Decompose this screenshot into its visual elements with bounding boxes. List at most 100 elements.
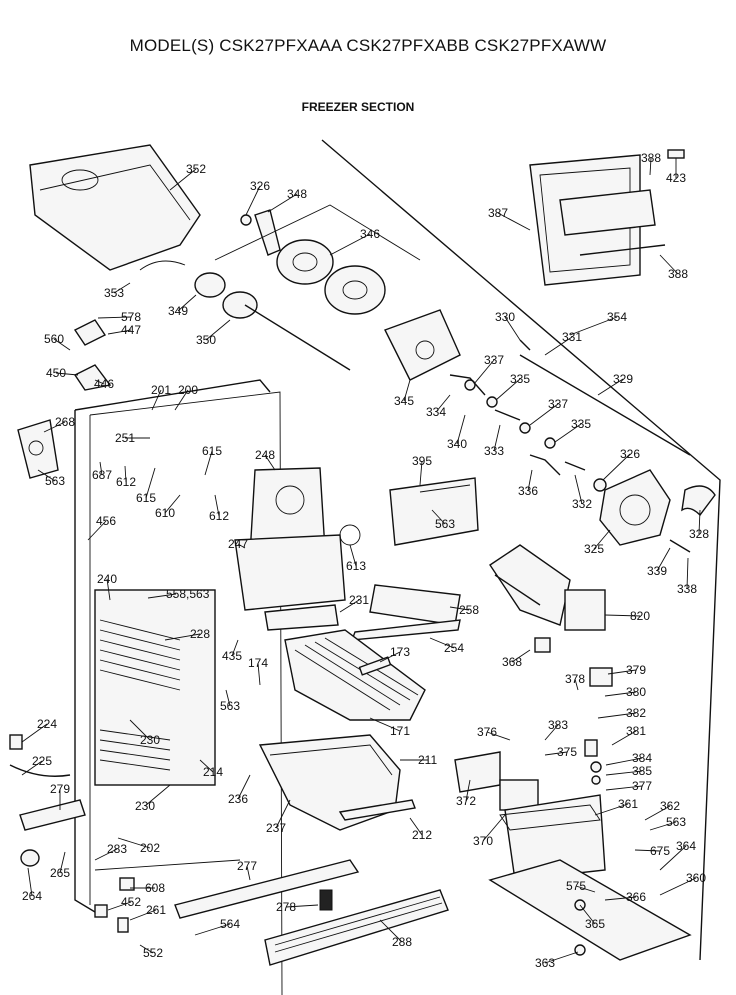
- callout-200: 200: [178, 383, 198, 397]
- callout-361: 361: [618, 797, 638, 811]
- leader-line-345: [403, 379, 411, 402]
- leader-line-231: [339, 599, 360, 613]
- leader-line-352: [169, 168, 197, 191]
- leader-line-612b: [214, 494, 220, 517]
- leader-line-563b: [225, 689, 231, 707]
- leader-line-174: [257, 662, 261, 686]
- callout-456: 456: [96, 514, 116, 528]
- callout-381: 381: [626, 724, 646, 738]
- leader-line-353: [113, 282, 131, 294]
- callout-333: 333: [484, 444, 504, 458]
- callout-360: 360: [686, 871, 706, 885]
- callout-346: 346: [360, 227, 380, 241]
- callout-352: 352: [186, 162, 206, 176]
- leader-line-364: [659, 845, 687, 871]
- leader-line-613: [349, 544, 357, 567]
- callout-236: 236: [228, 792, 248, 806]
- leader-line-558: [147, 593, 177, 599]
- leader-line-387: [497, 212, 531, 231]
- callout-254: 254: [444, 641, 464, 655]
- callout-325: 325: [584, 542, 604, 556]
- callout-368: 368: [502, 655, 522, 669]
- leader-line-254: [429, 637, 455, 649]
- leader-line-349: [177, 294, 197, 312]
- freezer-cabinet-outline: [74, 139, 721, 995]
- callout-335a: 335: [510, 372, 530, 386]
- callout-248: 248: [255, 448, 275, 462]
- callout-201: 201: [151, 383, 171, 397]
- air-duct: [234, 467, 361, 631]
- callout-820: 820: [630, 609, 650, 623]
- leader-line-564: [194, 923, 231, 936]
- left-hardware: [9, 319, 135, 933]
- callout-377: 377: [632, 779, 652, 793]
- leader-line-382: [597, 712, 637, 719]
- section-title: FREEZER SECTION: [301, 100, 415, 114]
- callout-240: 240: [97, 572, 117, 586]
- leader-line-385: [605, 770, 643, 776]
- leader-line-395: [419, 460, 423, 486]
- leader-line-378: [574, 678, 579, 691]
- leader-line-675: [634, 849, 661, 852]
- dispenser-base: [454, 637, 692, 961]
- leader-line-377: [605, 785, 643, 791]
- callout-212: 212: [412, 828, 432, 842]
- callout-446: 446: [94, 377, 114, 391]
- callout-375: 375: [557, 745, 577, 759]
- callout-264: 264: [22, 889, 42, 903]
- callout-558: 558,563: [166, 587, 210, 601]
- callout-331: 331: [562, 330, 582, 344]
- callout-326a: 326: [250, 179, 270, 193]
- leader-line-456: [87, 520, 107, 541]
- callout-228: 228: [190, 627, 210, 641]
- callout-612b: 612: [209, 509, 229, 523]
- callout-563b: 563: [220, 699, 240, 713]
- leader-line-375: [544, 751, 568, 756]
- leader-line-348: [267, 193, 298, 213]
- leader-line-337b: [529, 403, 559, 426]
- callout-334: 334: [426, 405, 446, 419]
- leader-line-365: [579, 904, 596, 925]
- leader-line-350: [205, 319, 231, 341]
- auger-assembly: [194, 204, 421, 371]
- callout-174: 174: [248, 656, 268, 670]
- callout-382: 382: [626, 706, 646, 720]
- callout-354: 354: [607, 310, 627, 324]
- callout-383: 383: [548, 718, 568, 732]
- callout-225: 225: [32, 754, 52, 768]
- callout-563d: 563: [666, 815, 686, 829]
- callout-450: 450: [46, 366, 66, 380]
- leader-line-332: [574, 474, 583, 505]
- leader-line-450: [55, 372, 79, 376]
- callout-575: 575: [566, 879, 586, 893]
- callout-385: 385: [632, 764, 652, 778]
- leader-line-200: [174, 389, 189, 411]
- leader-line-346: [329, 233, 371, 256]
- leader-line-326b: [602, 453, 631, 481]
- callout-328: 328: [689, 527, 709, 541]
- leader-line-261: [129, 909, 157, 921]
- callout-560: 560: [44, 332, 64, 346]
- callout-349: 349: [168, 304, 188, 318]
- callout-231: 231: [349, 593, 369, 607]
- callout-615a: 615: [136, 491, 156, 505]
- leader-line-362: [644, 805, 671, 821]
- leader-line-230b: [144, 784, 171, 807]
- callout-332: 332: [572, 497, 592, 511]
- callout-338: 338: [677, 582, 697, 596]
- callout-277: 277: [237, 859, 257, 873]
- callout-363: 363: [535, 956, 555, 970]
- callout-610: 610: [155, 506, 175, 520]
- callout-350: 350: [196, 333, 216, 347]
- callout-214: 214: [203, 765, 223, 779]
- callout-230a: 230: [140, 733, 160, 747]
- callout-278: 278: [276, 900, 296, 914]
- leader-line-325: [593, 529, 611, 550]
- callout-379: 379: [626, 663, 646, 677]
- callout-237: 237: [266, 821, 286, 835]
- leader-line-236: [237, 774, 251, 800]
- leader-line-240: [106, 578, 111, 601]
- leader-line-366: [604, 896, 637, 901]
